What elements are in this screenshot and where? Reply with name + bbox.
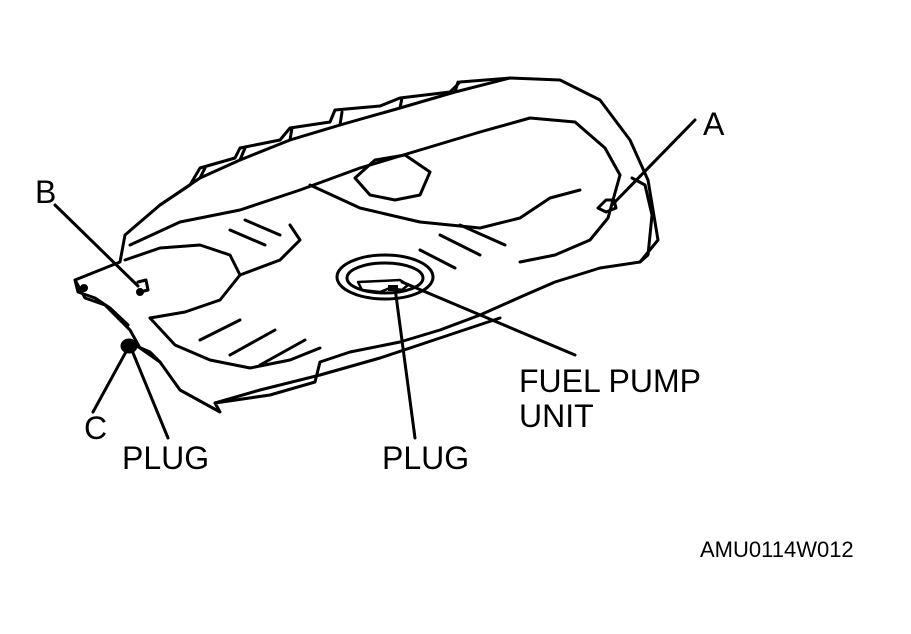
fuel-pump-opening xyxy=(335,253,435,301)
leader-b xyxy=(53,203,140,288)
tank-left-flange xyxy=(73,278,130,327)
leader-c xyxy=(91,348,129,414)
tank-rear-ribs xyxy=(158,76,512,207)
figure-code: AMU0114W012 xyxy=(700,537,854,562)
label-a: A xyxy=(703,106,725,142)
tank-top-ridge xyxy=(128,116,622,247)
label-c: C xyxy=(84,410,108,446)
part-b-shape xyxy=(136,278,150,294)
label-plug-center: PLUG xyxy=(382,440,470,476)
leader-a xyxy=(610,118,697,207)
leader-plug-left xyxy=(129,346,170,440)
label-fuel-pump-line1: FUEL PUMP xyxy=(519,363,701,399)
label-fuel-pump-line2: UNIT xyxy=(519,398,594,434)
fuel-pump-unit-shape xyxy=(356,278,410,294)
tank-outline xyxy=(73,76,660,414)
tank-dome xyxy=(353,153,432,202)
leader-fuel-pump xyxy=(400,280,577,357)
plug-c-shape xyxy=(120,338,138,354)
label-b: B xyxy=(35,174,57,210)
leader-plug-center xyxy=(393,286,417,440)
label-plug-left: PLUG xyxy=(122,440,210,476)
